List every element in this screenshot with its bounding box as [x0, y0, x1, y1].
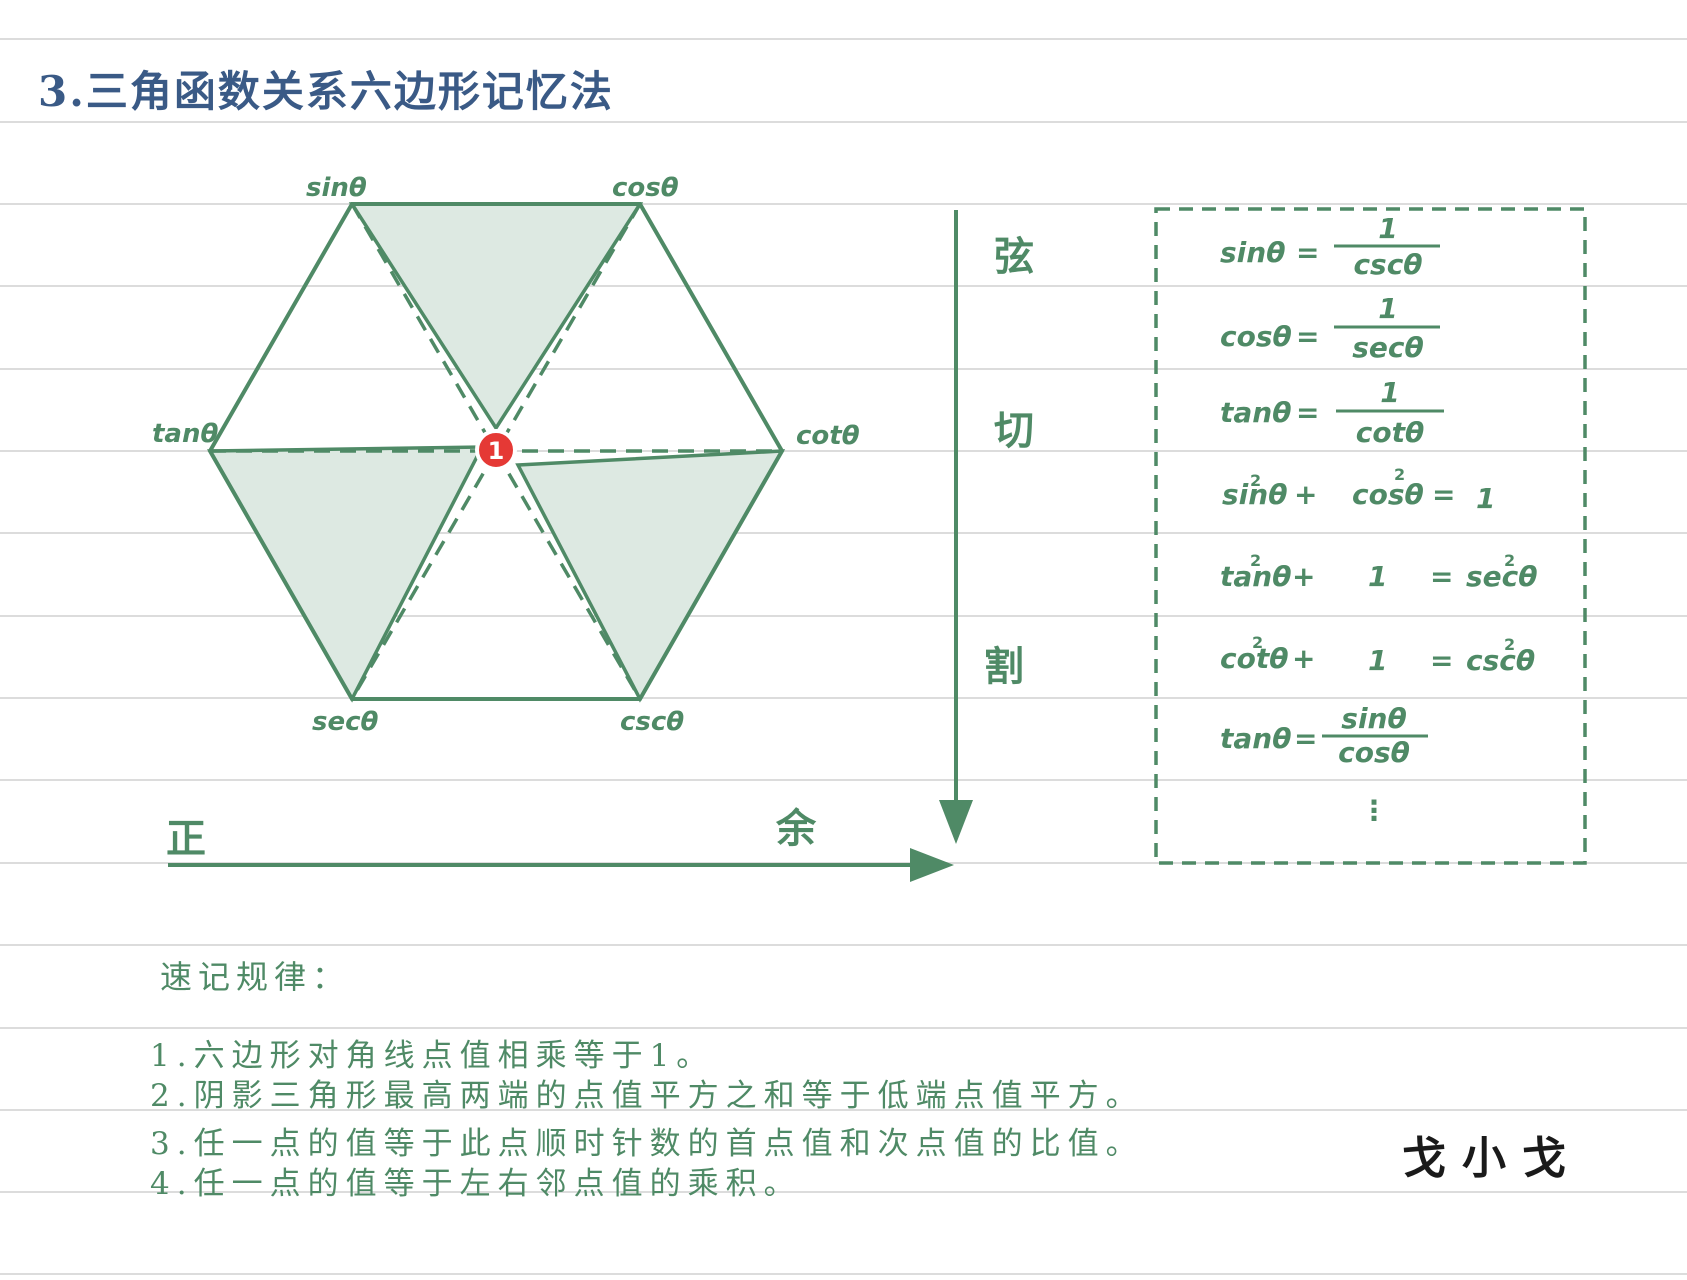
formula-lhs: tanθ [1220, 722, 1291, 755]
ruled-line [0, 38, 1687, 40]
vertex-label-cos: cosθ [612, 173, 679, 203]
horizontal-arrow-head [910, 848, 954, 882]
formula-pythagorean-tan-sec: tanθ 2 + 1 = secθ 2 [1220, 551, 1538, 593]
formula-term: sinθ [1222, 478, 1287, 511]
shaded-triangle-left [207, 445, 485, 703]
formula-exponent: 2 [1394, 465, 1405, 484]
vertex-label-csc: cscθ [620, 707, 684, 737]
ruled-line [0, 1191, 1687, 1193]
ruled-line [0, 368, 1687, 370]
ruled-line [0, 615, 1687, 617]
formula-numerator: 1 [1378, 212, 1397, 245]
ruled-line [0, 779, 1687, 781]
vertex-label-sec: secθ [312, 707, 379, 737]
formula-equals: = [1296, 236, 1319, 269]
formula-equals: = [1430, 644, 1453, 677]
center-badge [475, 429, 517, 471]
center-badge-label: 1 [488, 437, 505, 465]
formula-equals: = [1296, 396, 1319, 429]
vertex-label-sin: sinθ [306, 173, 367, 203]
formula-lhs: sinθ [1220, 236, 1285, 269]
formula-tan-quotient: tanθ = sinθ cosθ [1220, 702, 1428, 769]
formula-term: 1 [1476, 482, 1495, 515]
formula-plus: + [1294, 478, 1317, 511]
formula-pythagorean-cot-csc: cotθ 2 + 1 = cscθ 2 [1220, 633, 1535, 677]
ruled-line [0, 285, 1687, 287]
ruled-line [0, 121, 1687, 123]
tip-item: 1.六边形对角线点值相乘等于1。 [150, 1038, 715, 1074]
ruled-line [0, 203, 1687, 205]
formula-equals: = [1432, 478, 1455, 511]
formula-denominator: secθ [1352, 331, 1424, 364]
vertical-arrow-head [939, 800, 973, 844]
ruled-line [0, 697, 1687, 699]
page-title: 3.三角函数关系六边形记忆法 [38, 67, 614, 116]
formula-exponent: 2 [1504, 551, 1515, 570]
formula-numerator: sinθ [1341, 702, 1406, 735]
formula-plus: + [1292, 642, 1315, 675]
formula-plus: + [1292, 560, 1315, 593]
formula-numerator: 1 [1378, 292, 1397, 325]
formula-exponent: 2 [1250, 551, 1261, 570]
formula-term: 1 [1368, 644, 1387, 677]
formula-term: tanθ [1220, 560, 1291, 593]
axis-label-ge: 割 [984, 643, 1024, 690]
ruled-line [0, 1027, 1687, 1029]
formula-tan-reciprocal: tanθ = 1 cotθ [1220, 376, 1444, 449]
axis-label-zheng: 正 [166, 815, 206, 862]
formula-exponent: 2 [1252, 633, 1263, 652]
formula-pythagorean-sin-cos: sinθ 2 + cosθ 2 = 1 [1222, 465, 1495, 515]
shaded-triangle-right [515, 449, 786, 703]
tip-item: 2.阴影三角形最高两端的点值平方之和等于低端点值平方。 [150, 1078, 1144, 1114]
formula-term: secθ [1466, 560, 1538, 593]
formula-ellipsis: ⋮ [1360, 794, 1388, 827]
formula-exponent: 2 [1504, 635, 1515, 654]
ruled-line [0, 944, 1687, 946]
vertex-label-tan: tanθ [152, 419, 218, 449]
formula-box [1154, 207, 1587, 865]
axis-label-yu: 余 [775, 805, 817, 852]
formula-term: cosθ [1352, 478, 1424, 511]
formula-denominator: cscθ [1353, 248, 1422, 281]
formula-equals: = [1296, 320, 1319, 353]
formula-lhs: cosθ [1220, 320, 1292, 353]
formula-term: cscθ [1466, 644, 1535, 677]
formula-lhs: tanθ [1220, 396, 1291, 429]
axis-label-xian: 弦 [994, 233, 1034, 280]
formula-term: cotθ [1220, 642, 1288, 675]
formula-numerator: 1 [1380, 376, 1399, 409]
tip-item: 4.任一点的值等于左右邻点值的乘积。 [150, 1166, 802, 1202]
axis-label-qie: 切 [994, 407, 1034, 454]
ruled-line [0, 532, 1687, 534]
formula-equals: = [1294, 722, 1317, 755]
ruled-line [0, 450, 1687, 452]
formula-sin-reciprocal: sinθ = 1 cscθ [1220, 212, 1440, 281]
ruled-line [0, 1273, 1687, 1275]
author-signature: 戈小戈 [1402, 1133, 1582, 1184]
formula-denominator: cotθ [1356, 416, 1424, 449]
vertex-label-cot: cotθ [796, 421, 860, 451]
formula-cos-reciprocal: cosθ = 1 secθ [1220, 292, 1440, 364]
formula-exponent: 2 [1250, 471, 1261, 490]
tips-heading: 速记规律： [160, 958, 351, 996]
ruled-line [0, 1109, 1687, 1111]
tip-item: 3.任一点的值等于此点顺时针数的首点值和次点值的比值。 [150, 1126, 1144, 1162]
shaded-triangle-top [348, 202, 644, 432]
formula-equals: = [1430, 560, 1453, 593]
formula-term: 1 [1368, 560, 1387, 593]
formula-denominator: cosθ [1338, 736, 1410, 769]
